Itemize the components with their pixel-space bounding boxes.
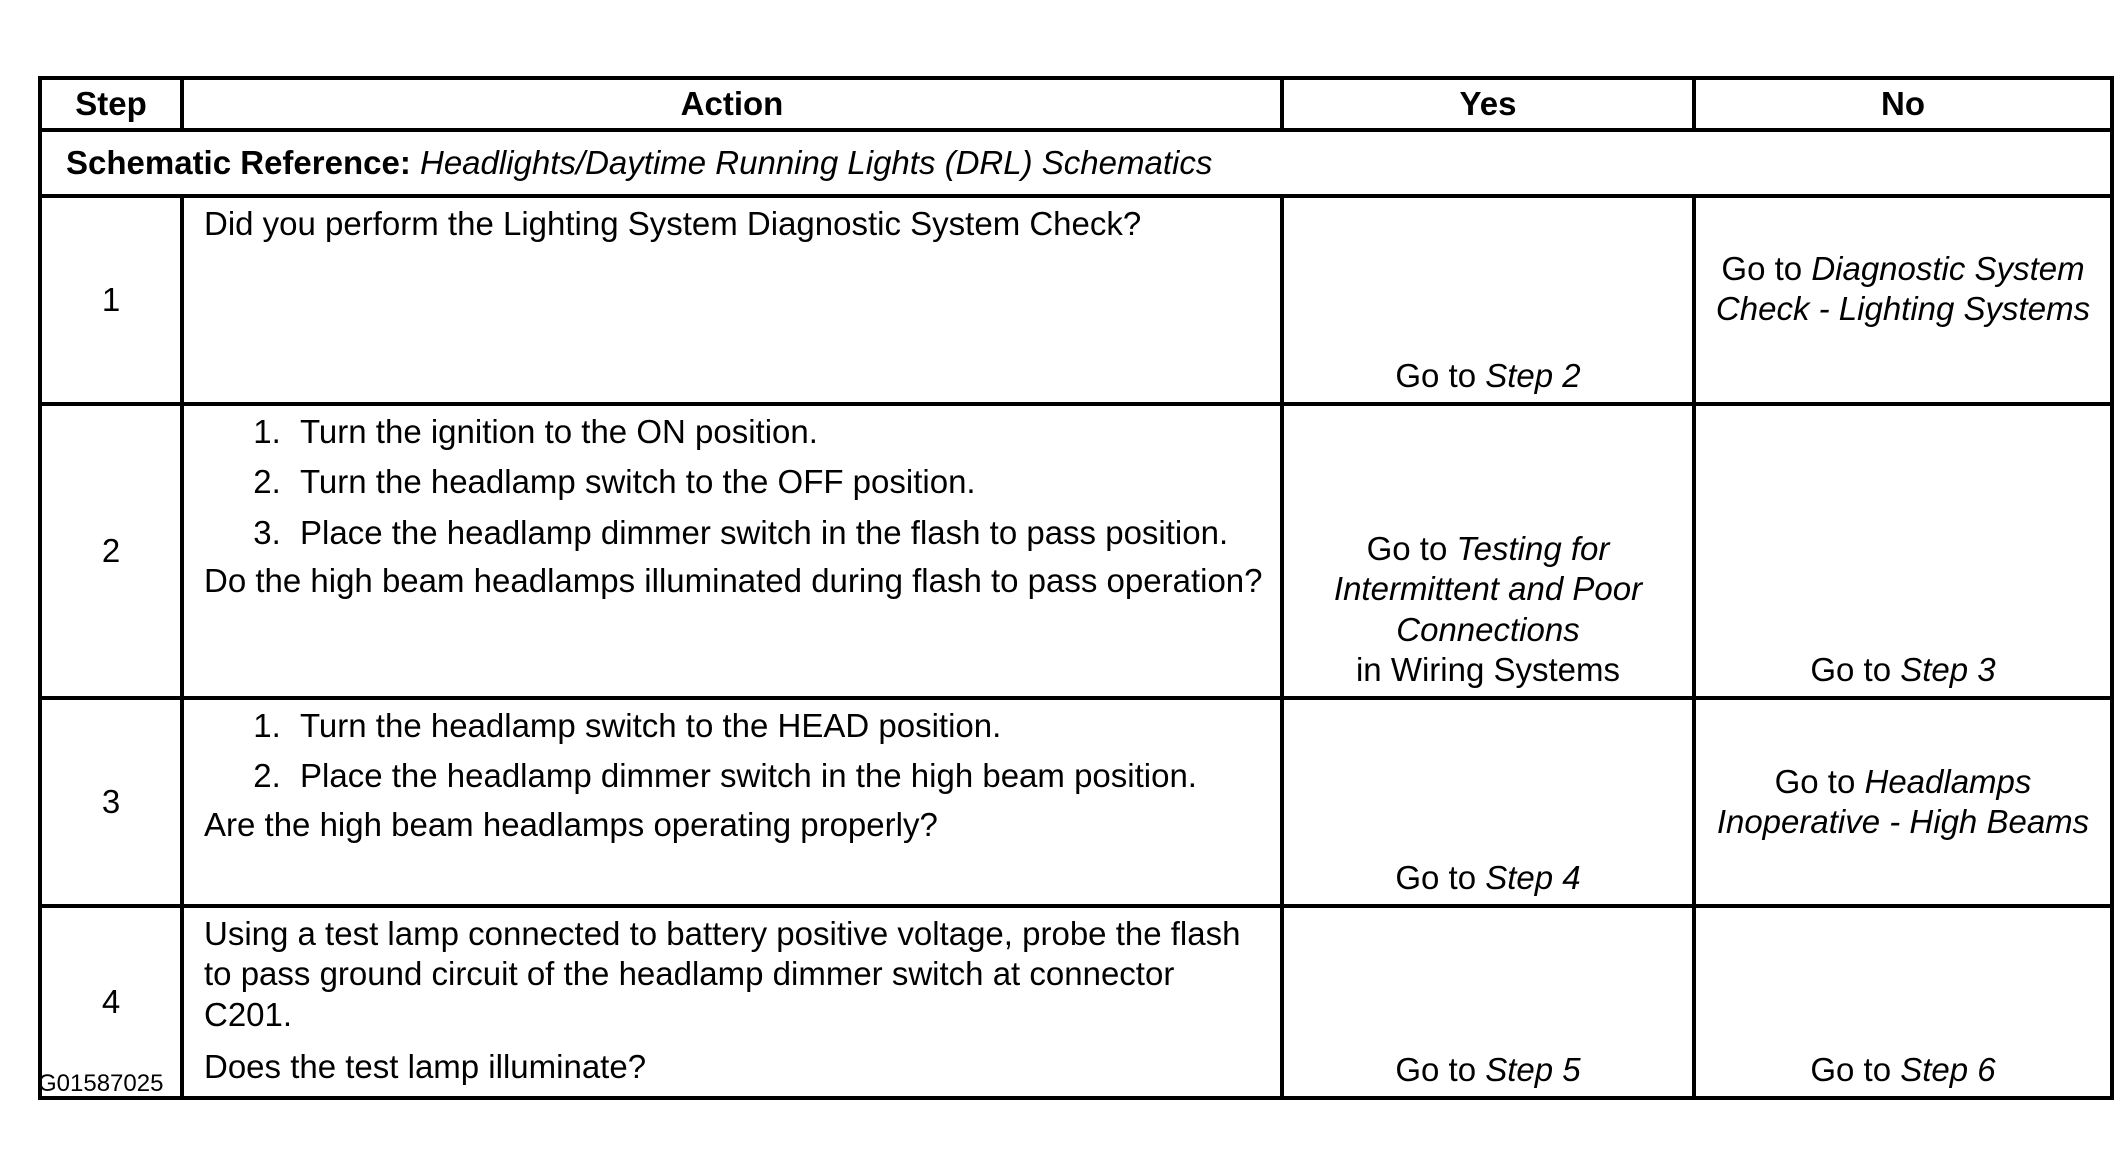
yes-target: Step 4 [1485, 858, 1581, 896]
diagnostic-table: Step Action Yes No Schematic Reference: … [38, 76, 2114, 1100]
instruction-item: Place the headlamp dimmer switch in the … [290, 513, 1266, 553]
action-question: Does the test lamp illuminate? [204, 1047, 647, 1085]
action-cell: Did you perform the Lighting System Diag… [180, 194, 1284, 406]
header-row: Step Action Yes No [38, 76, 2114, 132]
no-target: Step 3 [1900, 650, 1996, 688]
yes-prefix: Go to [1395, 858, 1477, 896]
step-number: 2 [38, 402, 184, 700]
yes-cell: Go to Step 2 [1280, 194, 1696, 406]
yes-cell: Go to Step 4 [1280, 696, 1696, 908]
yes-target: Step 5 [1485, 1050, 1581, 1088]
table-row: 3 Turn the headlamp switch to the HEAD p… [38, 696, 2114, 908]
action-cell: Using a test lamp connected to battery p… [180, 904, 1284, 1100]
step-number: 1 [38, 194, 184, 406]
action-cell: Turn the headlamp switch to the HEAD pos… [180, 696, 1284, 908]
no-target: Headlamps Inoperative - High Beams [1716, 762, 2090, 840]
schematic-reference-label: Schematic Reference: [66, 143, 411, 181]
yes-cell: Go to Step 5 [1280, 904, 1696, 1100]
header-action: Action [180, 76, 1284, 132]
no-prefix: Go to [1810, 1050, 1892, 1088]
yes-target: Step 2 [1485, 356, 1581, 394]
step-number: 3 [38, 696, 184, 908]
figure-id: G01587025 [38, 1070, 164, 1097]
instruction-list: Turn the headlamp switch to the HEAD pos… [204, 706, 1266, 797]
action-instruction: Using a test lamp connected to battery p… [204, 915, 1241, 1033]
diagnostic-table-container: Step Action Yes No Schematic Reference: … [38, 76, 2114, 1100]
table-row: 2 Turn the ignition to the ON position. … [38, 402, 2114, 700]
header-step: Step [38, 76, 184, 132]
action-question: Do the high beam headlamps illuminated d… [204, 561, 1263, 599]
yes-suffix: in Wiring Systems [1355, 650, 1621, 688]
instruction-item: Place the headlamp dimmer switch in the … [290, 756, 1266, 796]
no-cell: Go to Step 6 [1692, 904, 2114, 1100]
no-prefix: Go to [1721, 249, 1803, 287]
no-cell: Go to Diagnostic System Check - Lighting… [1692, 194, 2114, 406]
yes-prefix: Go to [1395, 1050, 1477, 1088]
yes-prefix: Go to [1366, 530, 1448, 567]
schematic-reference-row: Schematic Reference: Headlights/Daytime … [38, 128, 2114, 198]
header-yes: Yes [1280, 76, 1696, 132]
yes-cell: Go to Testing for Intermittent and Poor … [1280, 402, 1696, 700]
action-question: Are the high beam headlamps operating pr… [204, 805, 938, 843]
instruction-list: Turn the ignition to the ON position. Tu… [204, 412, 1266, 553]
schematic-reference: Schematic Reference: Headlights/Daytime … [38, 128, 2114, 198]
action-cell: Turn the ignition to the ON position. Tu… [180, 402, 1284, 700]
no-prefix: Go to [1774, 762, 1856, 800]
no-cell: Go to Step 3 [1692, 402, 2114, 700]
instruction-item: Turn the ignition to the ON position. [290, 412, 1266, 452]
table-row: 1 Did you perform the Lighting System Di… [38, 194, 2114, 406]
instruction-item: Turn the headlamp switch to the OFF posi… [290, 462, 1266, 502]
table-row: 4 Using a test lamp connected to battery… [38, 904, 2114, 1100]
step-number: 4 [38, 904, 184, 1100]
header-no: No [1692, 76, 2114, 132]
instruction-item: Turn the headlamp switch to the HEAD pos… [290, 706, 1266, 746]
no-target: Step 6 [1900, 1050, 1996, 1088]
no-cell: Go to Headlamps Inoperative - High Beams [1692, 696, 2114, 908]
no-prefix: Go to [1810, 650, 1892, 688]
no-target: Diagnostic System Check - Lighting Syste… [1715, 249, 2091, 327]
schematic-reference-title: Headlights/Daytime Running Lights (DRL) … [420, 143, 1213, 181]
yes-prefix: Go to [1395, 356, 1477, 394]
action-question: Did you perform the Lighting System Diag… [204, 205, 1142, 242]
yes-target: Testing for Intermittent and Poor Connec… [1333, 530, 1643, 648]
